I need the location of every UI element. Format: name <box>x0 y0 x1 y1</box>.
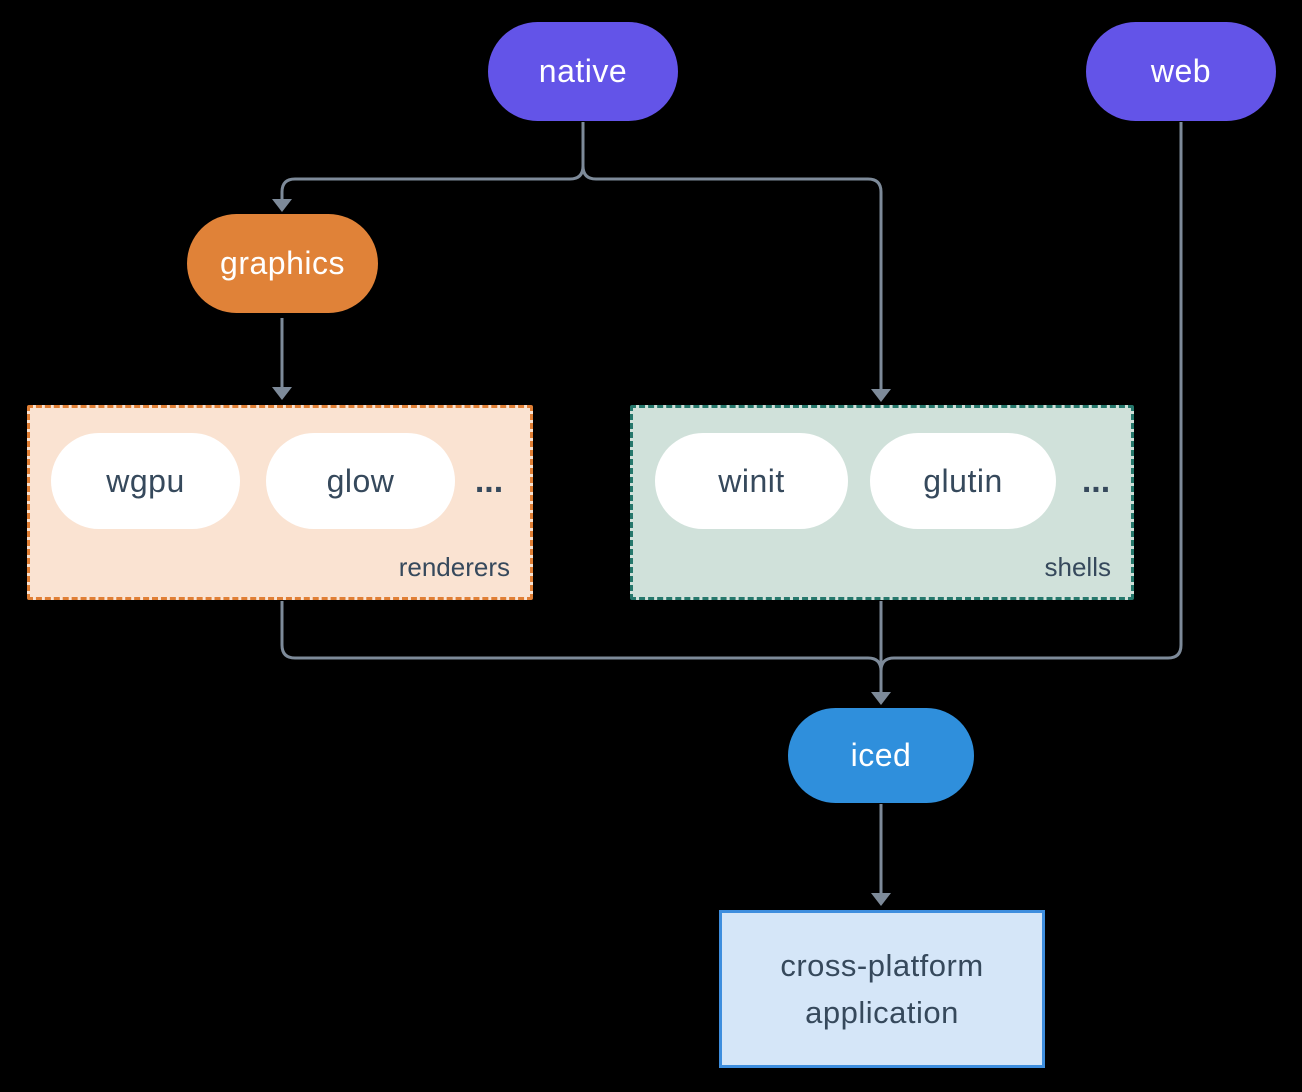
application-label-line1: cross-platform <box>780 948 984 983</box>
node-iced: iced <box>788 708 974 803</box>
edge-native-shells <box>581 122 883 389</box>
arrowhead-graphics <box>272 199 292 212</box>
shells-ellipsis: ... <box>1081 461 1111 500</box>
node-glow-label: glow <box>326 462 395 499</box>
arrowhead-application <box>871 893 891 906</box>
arrowhead-iced <box>871 692 891 705</box>
node-glow: glow <box>266 433 455 529</box>
arrowhead-shells <box>871 389 891 402</box>
node-wgpu: wgpu <box>51 433 240 529</box>
node-web-label: web <box>1150 53 1212 89</box>
arrowhead-renderers <box>272 387 292 400</box>
node-graphics: graphics <box>187 214 378 313</box>
node-glutin-label: glutin <box>923 462 1003 499</box>
node-graphics-label: graphics <box>220 245 345 281</box>
renderers-group-label: renderers <box>398 552 510 582</box>
node-winit: winit <box>655 433 848 529</box>
node-wgpu-label: wgpu <box>106 462 185 499</box>
shells-group-label: shells <box>1044 552 1111 582</box>
edge-renderers-iced <box>280 601 883 682</box>
group-renderers: wgpu glow ... renderers <box>27 405 533 600</box>
application-label-line2: application <box>805 995 959 1030</box>
edge-native-graphics <box>280 122 585 199</box>
node-winit-label: winit <box>718 462 785 499</box>
node-native: native <box>488 22 678 121</box>
node-cross-platform-application: cross-platform application <box>719 910 1045 1068</box>
group-shells: winit glutin ... shells <box>630 405 1134 600</box>
node-native-label: native <box>538 53 628 89</box>
renderers-ellipsis: ... <box>474 461 504 500</box>
node-glutin: glutin <box>870 433 1056 529</box>
node-iced-label: iced <box>850 737 912 773</box>
node-web: web <box>1086 22 1276 121</box>
